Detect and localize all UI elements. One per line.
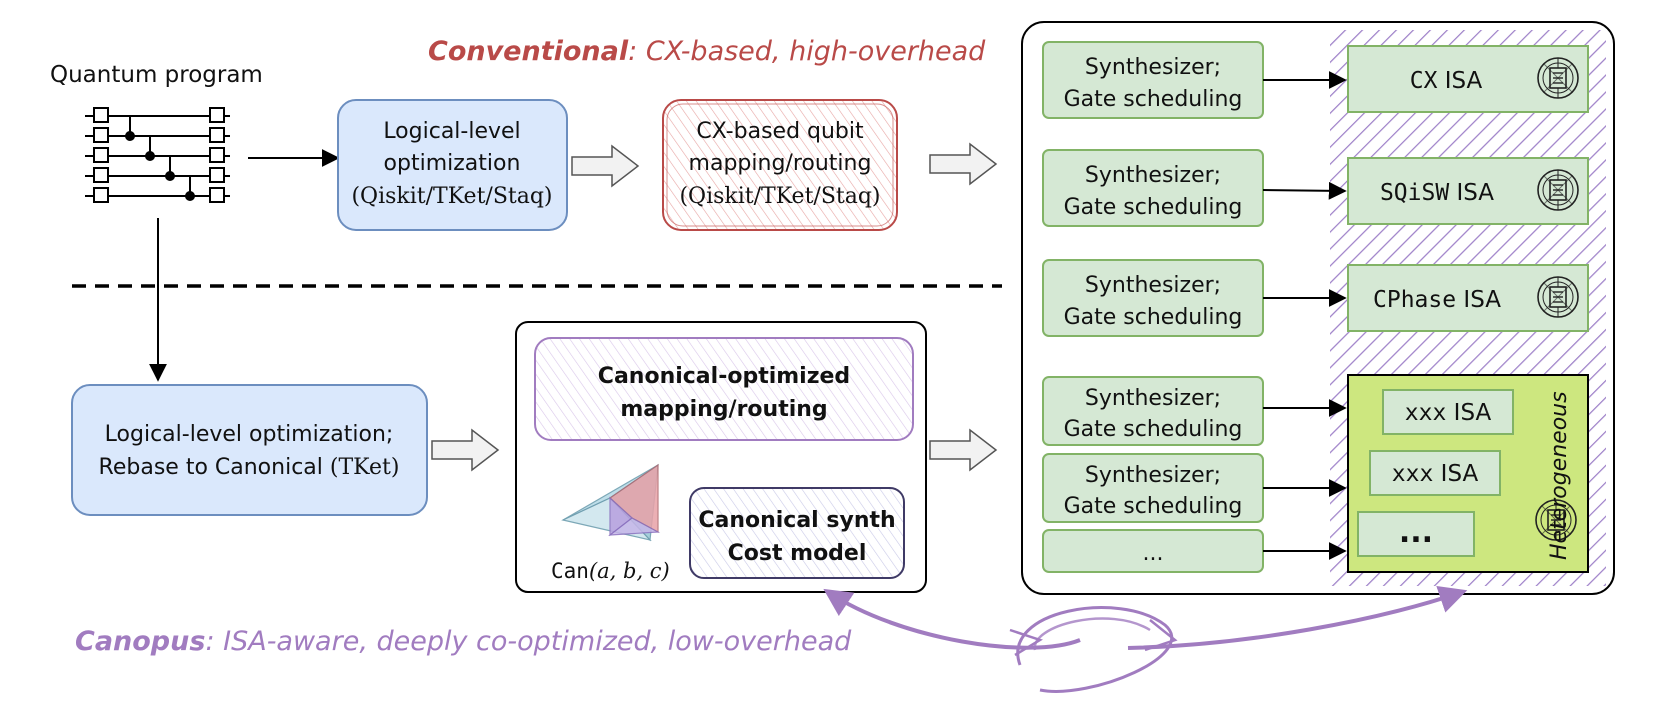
svg-text:Gate scheduling: Gate scheduling — [1064, 417, 1243, 442]
svg-text:SQiSW ISA: SQiSW ISA — [1380, 180, 1494, 206]
synth-box-cx: Synthesizer; Gate scheduling — [1042, 41, 1264, 119]
svg-text:Synthesizer;: Synthesizer; — [1085, 463, 1221, 488]
svg-text:Logical-level: Logical-level — [383, 119, 520, 144]
isa-box-sqisw: SQiSW ISA — [1347, 157, 1589, 225]
quantum-circuit-icon — [85, 107, 230, 203]
svg-text:xxx ISA: xxx ISA — [1405, 400, 1492, 426]
svg-text:Synthesizer;: Synthesizer; — [1085, 386, 1221, 411]
svg-text:...: ... — [1399, 515, 1433, 550]
conventional-logical-box: Logical-level optimization (Qiskit/TKet/… — [337, 99, 568, 231]
block-arrow-icon — [929, 143, 997, 185]
canopus-title: Canopus: ISA-aware, deeply co-optimized,… — [75, 626, 852, 657]
hetero-isa-item-2: xxx ISA — [1369, 450, 1501, 496]
conventional-mapping-box: CX-based qubit mapping/routing (Qiskit/T… — [662, 99, 898, 231]
hetero-isa-item-1: xxx ISA — [1382, 389, 1514, 435]
can-gate-label: Can(a, b, c) — [551, 559, 670, 583]
co-optimization-arrow-icon — [823, 585, 1468, 693]
synth-box-cphase: Synthesizer; Gate scheduling — [1042, 259, 1264, 337]
svg-text:Synthesizer;: Synthesizer; — [1085, 55, 1221, 80]
svg-text:Cost model: Cost model — [728, 541, 867, 566]
svg-text:Synthesizer;: Synthesizer; — [1085, 273, 1221, 298]
svg-text:CX ISA: CX ISA — [1410, 68, 1483, 94]
svg-text:CPhase ISA: CPhase ISA — [1373, 287, 1501, 313]
isa-box-cx: CX ISA — [1347, 45, 1589, 113]
svg-text:Rebase to Canonical (TKet): Rebase to Canonical (TKet) — [99, 455, 400, 480]
heterogeneous-isa-box: xxx ISA xxx ISA ... Heterogeneous — [1347, 374, 1589, 573]
synth-box-hetero-2: Synthesizer; Gate scheduling — [1042, 453, 1264, 523]
svg-text:CX-based qubit: CX-based qubit — [696, 119, 864, 144]
svg-text:Gate scheduling: Gate scheduling — [1064, 87, 1243, 112]
isa-box-cphase: CPhase ISA — [1347, 264, 1589, 332]
quantum-program-label: Quantum program — [50, 62, 263, 88]
svg-text:Logical-level optimization;: Logical-level optimization; — [105, 422, 394, 447]
synth-box-sqisw: Synthesizer; Gate scheduling — [1042, 149, 1264, 227]
heterogeneous-label: Heterogeneous — [1547, 391, 1572, 560]
canonical-mapping-box: Canonical-optimized mapping/routing — [534, 337, 914, 441]
synth-box-hetero-1: Synthesizer; Gate scheduling — [1042, 376, 1264, 446]
canopus-core-panel: Canonical-optimized mapping/routing Can(… — [515, 321, 927, 593]
conventional-title: Conventional: CX-based, high-overhead — [428, 36, 986, 67]
block-arrow-icon — [431, 429, 499, 471]
svg-text:...: ... — [1143, 541, 1164, 566]
svg-text:Canonical synth: Canonical synth — [698, 508, 895, 533]
svg-text:(Qiskit/TKet/Staq): (Qiskit/TKet/Staq) — [351, 184, 552, 209]
block-arrow-icon — [571, 145, 639, 187]
block-arrow-icon — [929, 429, 997, 471]
svg-text:xxx ISA: xxx ISA — [1392, 461, 1479, 487]
svg-text:Gate scheduling: Gate scheduling — [1064, 305, 1243, 330]
tetrahedron-icon — [561, 463, 661, 542]
synth-box-ellipsis: ... — [1042, 529, 1264, 573]
svg-text:Gate scheduling: Gate scheduling — [1064, 195, 1243, 220]
hetero-isa-item-ellipsis: ... — [1357, 511, 1475, 557]
svg-text:optimization: optimization — [384, 151, 521, 176]
canopus-logical-box: Logical-level optimization; Rebase to Ca… — [71, 384, 428, 516]
svg-text:(Qiskit/TKet/Staq): (Qiskit/TKet/Staq) — [679, 184, 880, 209]
arrow-synth-sqisw — [1262, 181, 1347, 200]
svg-text:mapping/routing: mapping/routing — [689, 151, 872, 176]
canonical-synth-box: Canonical synth Cost model — [689, 487, 905, 579]
svg-text:Synthesizer;: Synthesizer; — [1085, 163, 1221, 188]
svg-text:Gate scheduling: Gate scheduling — [1064, 494, 1243, 519]
svg-text:mapping/routing: mapping/routing — [620, 397, 827, 422]
svg-text:Canonical-optimized: Canonical-optimized — [598, 364, 850, 389]
